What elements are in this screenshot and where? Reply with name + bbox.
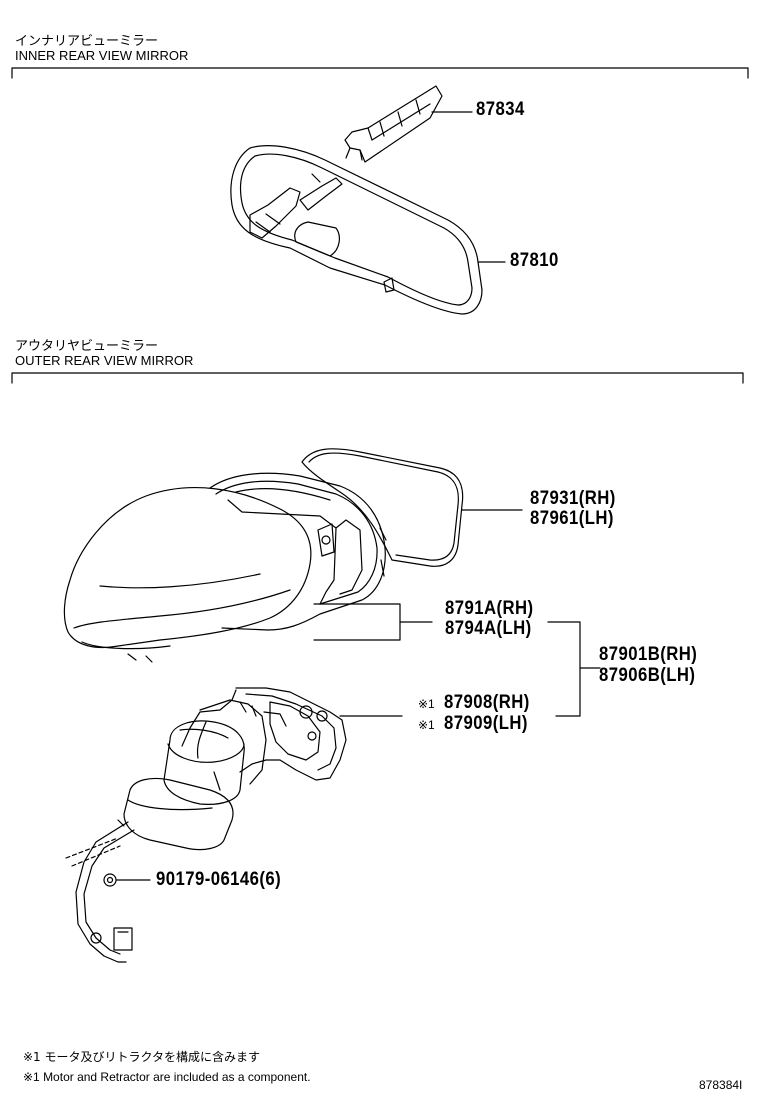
outer-section-title-en: OUTER REAR VIEW MIRROR (15, 353, 194, 368)
diagram-id: 878384I (699, 1078, 743, 1092)
leader-8791A (313, 603, 401, 641)
mirror-housing (209, 472, 387, 631)
part-87931: 87931(RH) (530, 488, 616, 509)
part-8791A: 8791A(RH) (445, 598, 534, 619)
wire-harness (65, 819, 135, 963)
inner-section-bracket (11, 67, 749, 79)
screw-90179 (103, 873, 117, 887)
mirror-outer-cover (63, 487, 312, 663)
part-87909: 87909(LH) (444, 713, 528, 734)
part-87901B: 87901B(RH) (599, 644, 698, 665)
part-87961: 87961(LH) (530, 508, 614, 529)
leader-group-87901B (547, 621, 581, 717)
motor-retractor-assembly (123, 687, 347, 851)
inner-section-title-en: INNER REAR VIEW MIRROR (15, 48, 189, 63)
footnote-en: ※1 Motor and Retractor are included as a… (23, 1070, 311, 1084)
note-mark-87908: ※1 (418, 697, 435, 711)
part-87906B: 87906B(LH) (599, 665, 696, 686)
note-mark-87909: ※1 (418, 718, 435, 732)
mirror-cover-87834 (344, 85, 443, 163)
inner-mirror-body (230, 145, 483, 315)
outer-section-bracket (11, 372, 744, 384)
part-90179: 90179-06146(6) (156, 869, 282, 890)
outer-section-title-jp: アウタリヤビューミラー (15, 339, 159, 354)
part-87834: 87834 (476, 99, 525, 120)
footnote-jp: ※1 モータ及びリトラクタを構成に含みます (23, 1050, 261, 1064)
part-8794A: 8794A(LH) (445, 618, 532, 639)
part-87908: 87908(RH) (444, 692, 530, 713)
mirror-glass (301, 448, 464, 567)
inner-section-title-jp: インナリアビューミラー (15, 34, 159, 49)
part-87810: 87810 (510, 250, 559, 271)
